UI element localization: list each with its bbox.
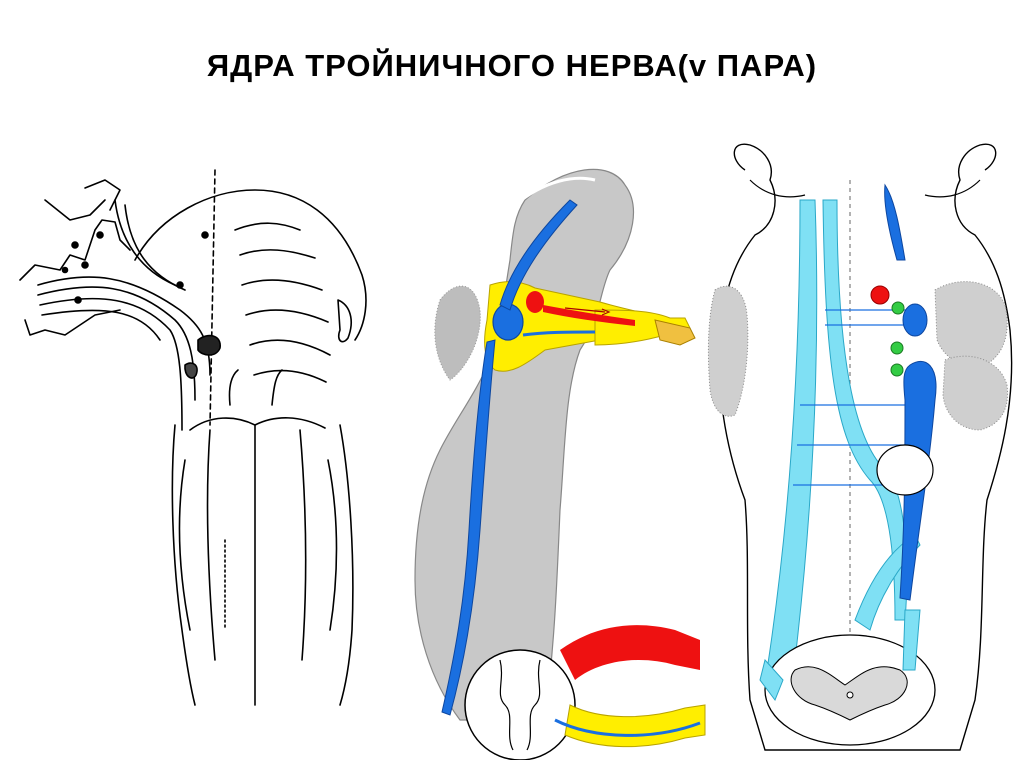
- brainstem-sketch-figure: [10, 160, 380, 720]
- brainstem-sketch-svg: [19, 169, 367, 706]
- brainstem-sagittal-svg: [414, 168, 706, 760]
- brainstem-sagittal-figure: [395, 160, 715, 760]
- brainstem-dorsal-svg: [707, 143, 1013, 751]
- motor-nucleus: [526, 291, 544, 313]
- brainstem-dorsal-figure: [705, 140, 1024, 760]
- slide-title: ЯДРА ТРОЙНИЧНОГО НЕРВА(v ПАРА): [206, 48, 818, 83]
